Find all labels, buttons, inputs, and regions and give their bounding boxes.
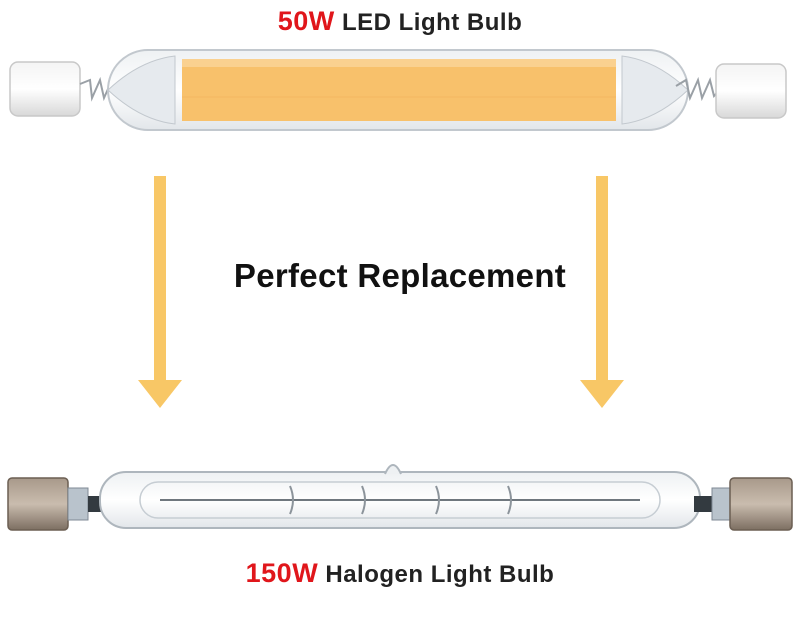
halogen-left-end-cap-icon: [7, 477, 69, 531]
led-right-wire-icon: [675, 76, 723, 102]
right-down-arrow-icon: [580, 176, 624, 408]
led-bulb-icon: [9, 49, 787, 131]
led-bulb-label: LED Light Bulb: [341, 9, 523, 36]
led-bulb-caption: 50W LED Light Bulb: [0, 6, 800, 37]
led-right-end-cap-icon: [715, 63, 787, 119]
halogen-bulb-caption: 150W Halogen Light Bulb: [0, 558, 800, 589]
left-down-arrow-icon: [138, 176, 182, 408]
halogen-right-end-cap-icon: [729, 477, 793, 531]
led-wattage: 50W: [277, 6, 335, 36]
halogen-bulb-label: Halogen Light Bulb: [325, 561, 555, 588]
halogen-wattage: 150W: [245, 558, 319, 588]
replacement-headline: Perfect Replacement: [233, 257, 567, 294]
led-left-end-cap-icon: [9, 61, 81, 117]
led-strip-icon: [182, 59, 616, 121]
halogen-bulb-icon: [7, 464, 793, 531]
